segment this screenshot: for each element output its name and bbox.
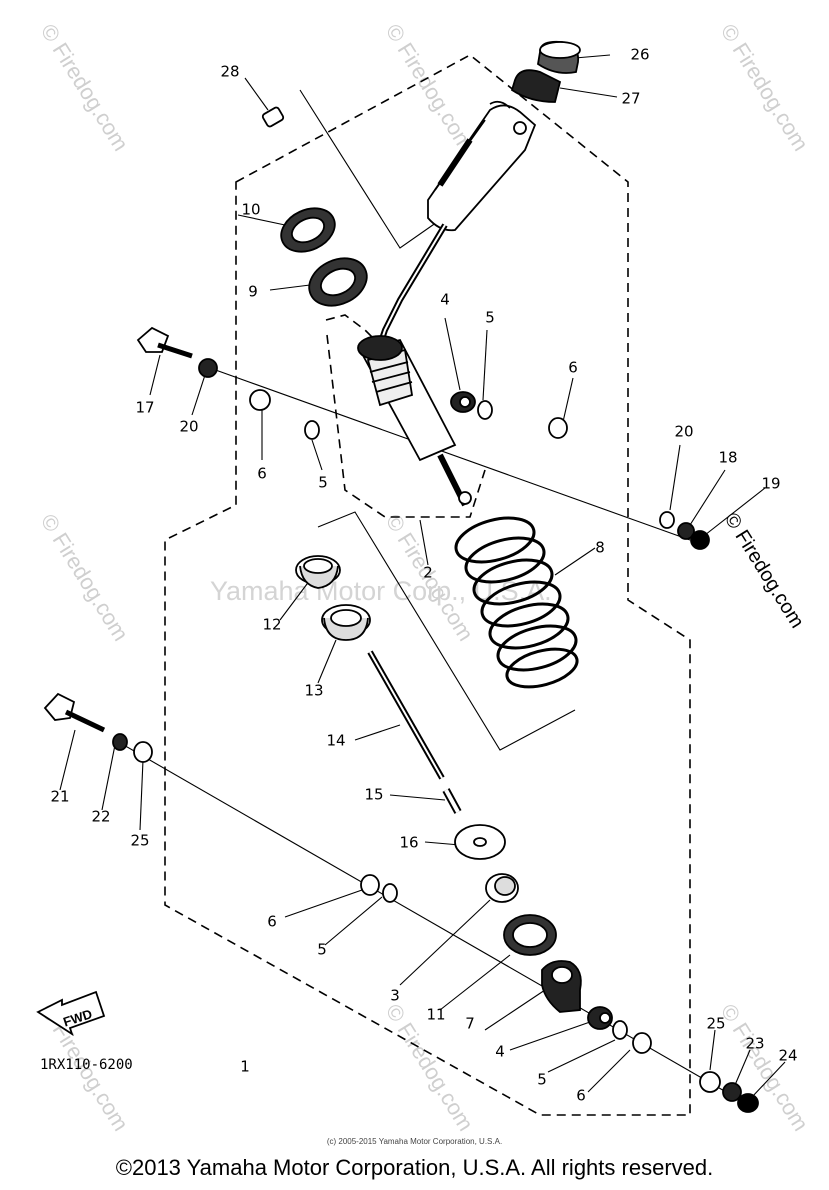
part-washer-18 bbox=[677, 522, 695, 540]
part-reservoir bbox=[427, 100, 537, 232]
callout: 6 bbox=[576, 1087, 586, 1105]
part-ring-nut-10 bbox=[280, 207, 336, 253]
part-spring bbox=[454, 516, 579, 689]
callout: 1 bbox=[240, 1058, 250, 1076]
part-adjuster bbox=[510, 69, 562, 103]
part-bolt-21 bbox=[43, 692, 106, 733]
part-washer-22 bbox=[112, 733, 128, 751]
part-bolt-17 bbox=[136, 326, 193, 359]
callout: 25 bbox=[130, 832, 149, 850]
callout: 19 bbox=[761, 475, 780, 493]
callout: 17 bbox=[135, 399, 154, 417]
callout: 25 bbox=[706, 1015, 725, 1033]
callout: 7 bbox=[465, 1015, 475, 1033]
callout: 12 bbox=[262, 616, 281, 634]
callout: 5 bbox=[317, 941, 327, 959]
part-bushing-6-upper-left bbox=[249, 389, 271, 411]
callout: 5 bbox=[537, 1071, 547, 1089]
callout: 10 bbox=[241, 201, 260, 219]
callout: 9 bbox=[248, 283, 258, 301]
callout: 6 bbox=[257, 465, 267, 483]
callout: 21 bbox=[50, 788, 69, 806]
callout: 28 bbox=[220, 63, 239, 81]
part-seal-5-left bbox=[304, 420, 320, 440]
part-washer-23 bbox=[722, 1082, 742, 1102]
callout: 5 bbox=[318, 474, 328, 492]
callout: 26 bbox=[630, 46, 649, 64]
callout: 6 bbox=[267, 913, 277, 931]
callout: 27 bbox=[621, 90, 640, 108]
watermark: © Firedog.com bbox=[716, 19, 814, 155]
part-washer-25-right bbox=[699, 1071, 721, 1093]
watermark: © Firedog.com bbox=[716, 999, 814, 1135]
part-bushing-6-upper-right bbox=[548, 417, 568, 439]
part-cap bbox=[537, 40, 581, 74]
part-bumper-12 bbox=[295, 555, 341, 589]
callout: 20 bbox=[179, 418, 198, 436]
part-seal-5-lower-left bbox=[382, 883, 398, 903]
callout: 2 bbox=[423, 564, 433, 582]
watermark: © Firedog.com bbox=[36, 19, 134, 155]
watermark: © Firedog.com bbox=[720, 509, 808, 632]
callout: 3 bbox=[390, 987, 400, 1005]
callout: 20 bbox=[674, 423, 693, 441]
callout: 15 bbox=[364, 786, 383, 804]
callout: 4 bbox=[495, 1043, 505, 1061]
callout: 13 bbox=[304, 682, 323, 700]
callouts: 1 2 3 4 4 5 5 5 5 5 6 6 6 6 7 8 9 10 11 … bbox=[50, 46, 797, 1105]
callout: 6 bbox=[568, 359, 578, 377]
part-washer-25-left bbox=[133, 741, 153, 763]
leader-lines bbox=[59, 54, 786, 1101]
part-nut-24 bbox=[737, 1093, 759, 1113]
part-bushing-6-lower-left bbox=[360, 874, 380, 896]
part-nut-28 bbox=[261, 106, 285, 128]
part-nut-20-left bbox=[198, 358, 218, 378]
callout: 23 bbox=[745, 1035, 764, 1053]
part-bushing-6-lower-right bbox=[632, 1032, 652, 1054]
callout: 18 bbox=[718, 449, 737, 467]
part-shock-body bbox=[357, 335, 472, 507]
callout: 4 bbox=[440, 291, 450, 309]
callout: 14 bbox=[326, 732, 345, 750]
part-nut-19 bbox=[690, 530, 710, 550]
parts bbox=[43, 40, 759, 1113]
part-bushing-3 bbox=[485, 873, 519, 903]
callout: 16 bbox=[399, 834, 418, 852]
watermark: © Firedog.com bbox=[36, 509, 134, 645]
part-seal-5-lower-right bbox=[612, 1020, 628, 1040]
copyright-notice: ©2013 Yamaha Motor Corporation, U.S.A. A… bbox=[115, 1155, 714, 1180]
callout: 24 bbox=[778, 1047, 797, 1065]
part-seal-5-upper bbox=[477, 400, 493, 420]
small-copyright: (c) 2005-2015 Yamaha Motor Corporation, … bbox=[326, 1137, 503, 1146]
diagram-code: 1RX110-6200 bbox=[40, 1057, 133, 1073]
callout: 22 bbox=[91, 808, 110, 826]
part-end-7 bbox=[541, 960, 582, 1013]
part-ring-nut-9 bbox=[308, 257, 368, 307]
part-washer-20-right bbox=[659, 511, 675, 529]
part-cap-13 bbox=[321, 604, 371, 641]
watermark: © Firedog.com bbox=[381, 19, 479, 155]
callout: 8 bbox=[595, 539, 605, 557]
callout: 11 bbox=[426, 1006, 445, 1024]
callout: 5 bbox=[485, 309, 495, 327]
